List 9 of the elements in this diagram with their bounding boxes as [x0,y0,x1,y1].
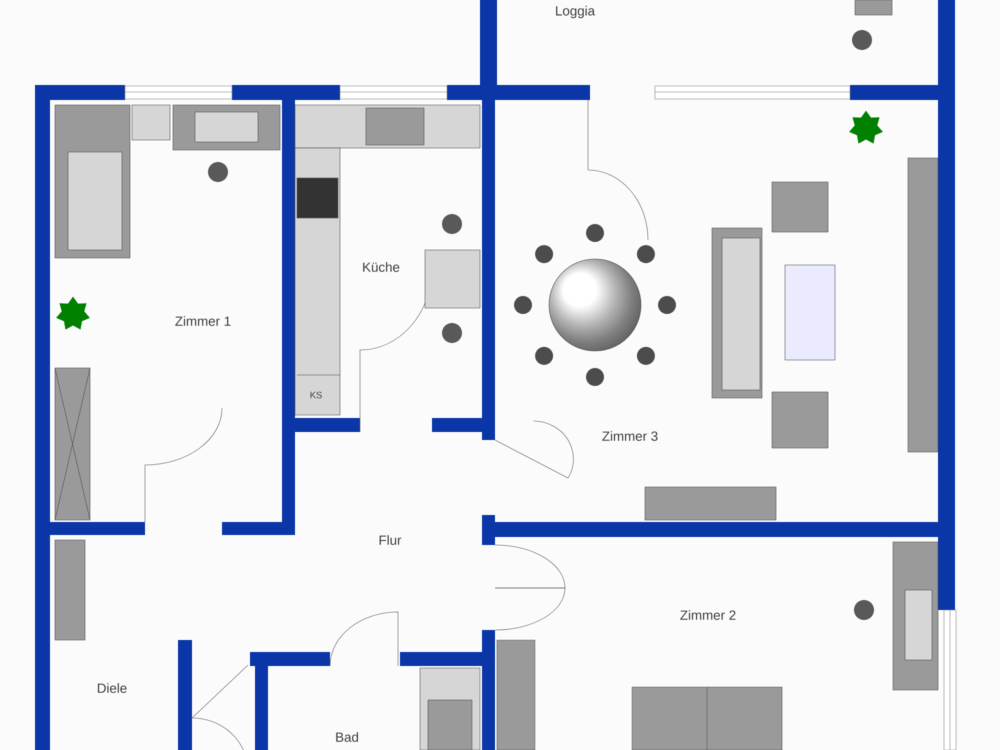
room-label: Flur [380,535,402,545]
room-label: Bad [336,732,358,742]
room-label: Zimmer 2 [680,610,736,620]
room-label: Küche [363,262,400,272]
room-label: Zimmer 3 [602,431,658,441]
room-label: KS [310,392,322,398]
room-label: Loggia [556,6,596,18]
room-label: Zimmer 1 [175,316,230,326]
room-label: Diele [98,683,127,693]
